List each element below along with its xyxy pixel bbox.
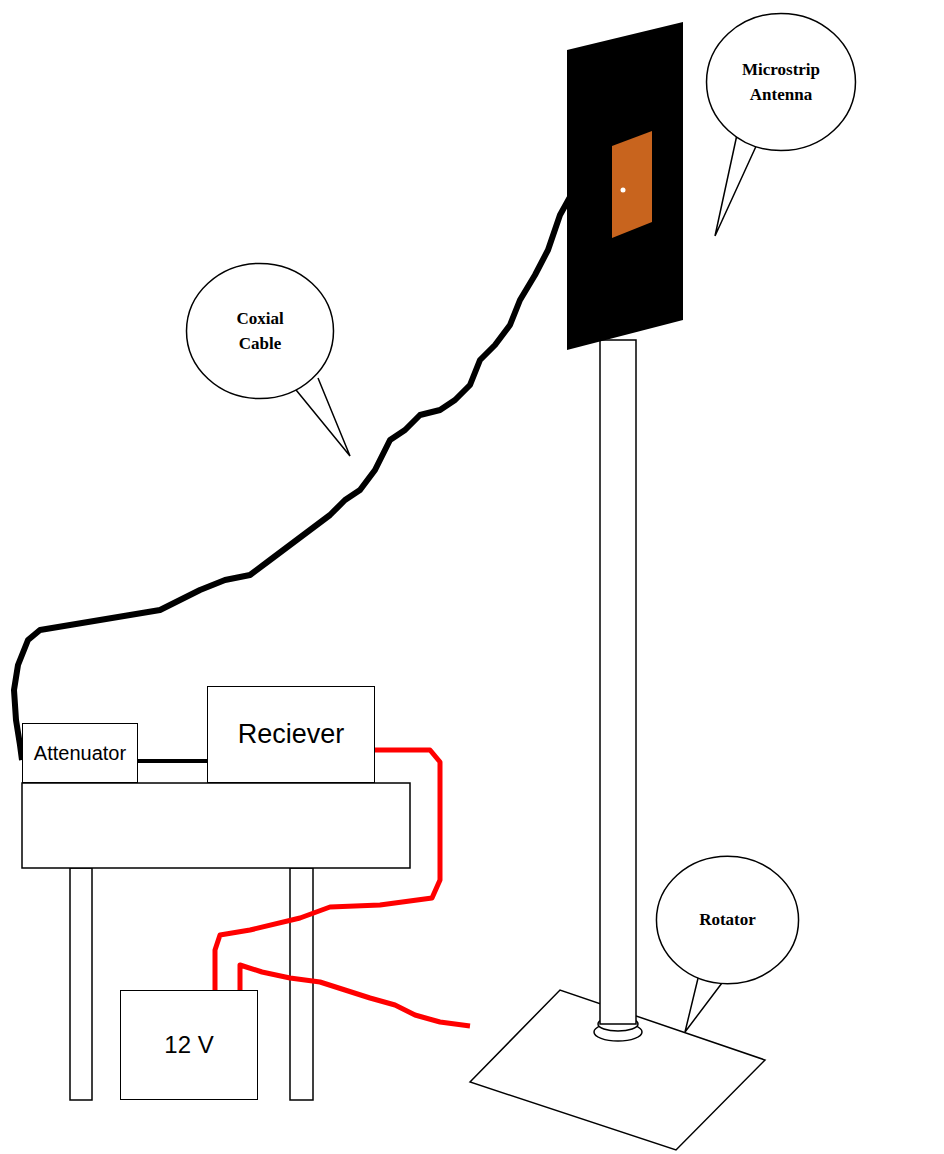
- callout-label: Rotator: [683, 907, 773, 933]
- power-wire: [215, 750, 440, 990]
- callout-tail: [292, 378, 350, 456]
- table-leg: [290, 868, 313, 1100]
- callout-tail: [715, 130, 758, 236]
- bubble-outline: [705, 12, 857, 152]
- coaxial-cable: [14, 197, 570, 760]
- bubble-outline: [185, 262, 335, 400]
- callout-label: Coxial Cable: [225, 306, 295, 357]
- callout-label: Microstrip Antenna: [735, 57, 827, 108]
- receiver-box: Reciever: [207, 686, 375, 783]
- callout-bubble: Coxial Cable: [185, 262, 335, 400]
- table-leg: [70, 868, 92, 1100]
- feed-point: [621, 188, 626, 193]
- table-top: [22, 783, 410, 868]
- box-label: 12 V: [164, 1031, 213, 1059]
- box-label: Reciever: [238, 719, 345, 750]
- box-label: Attenuator: [34, 742, 126, 765]
- callout-bubble: Rotator: [655, 855, 800, 985]
- signal-cable: [138, 759, 207, 763]
- antenna-patch: [612, 131, 652, 238]
- attenuator-box: Attenuator: [22, 723, 138, 783]
- power-supply-box: 12 V: [120, 990, 258, 1100]
- antenna-substrate: [567, 22, 683, 350]
- power-wire: [240, 965, 470, 1026]
- mast-pole: [600, 340, 636, 1024]
- callout-bubble: Microstrip Antenna: [705, 12, 857, 152]
